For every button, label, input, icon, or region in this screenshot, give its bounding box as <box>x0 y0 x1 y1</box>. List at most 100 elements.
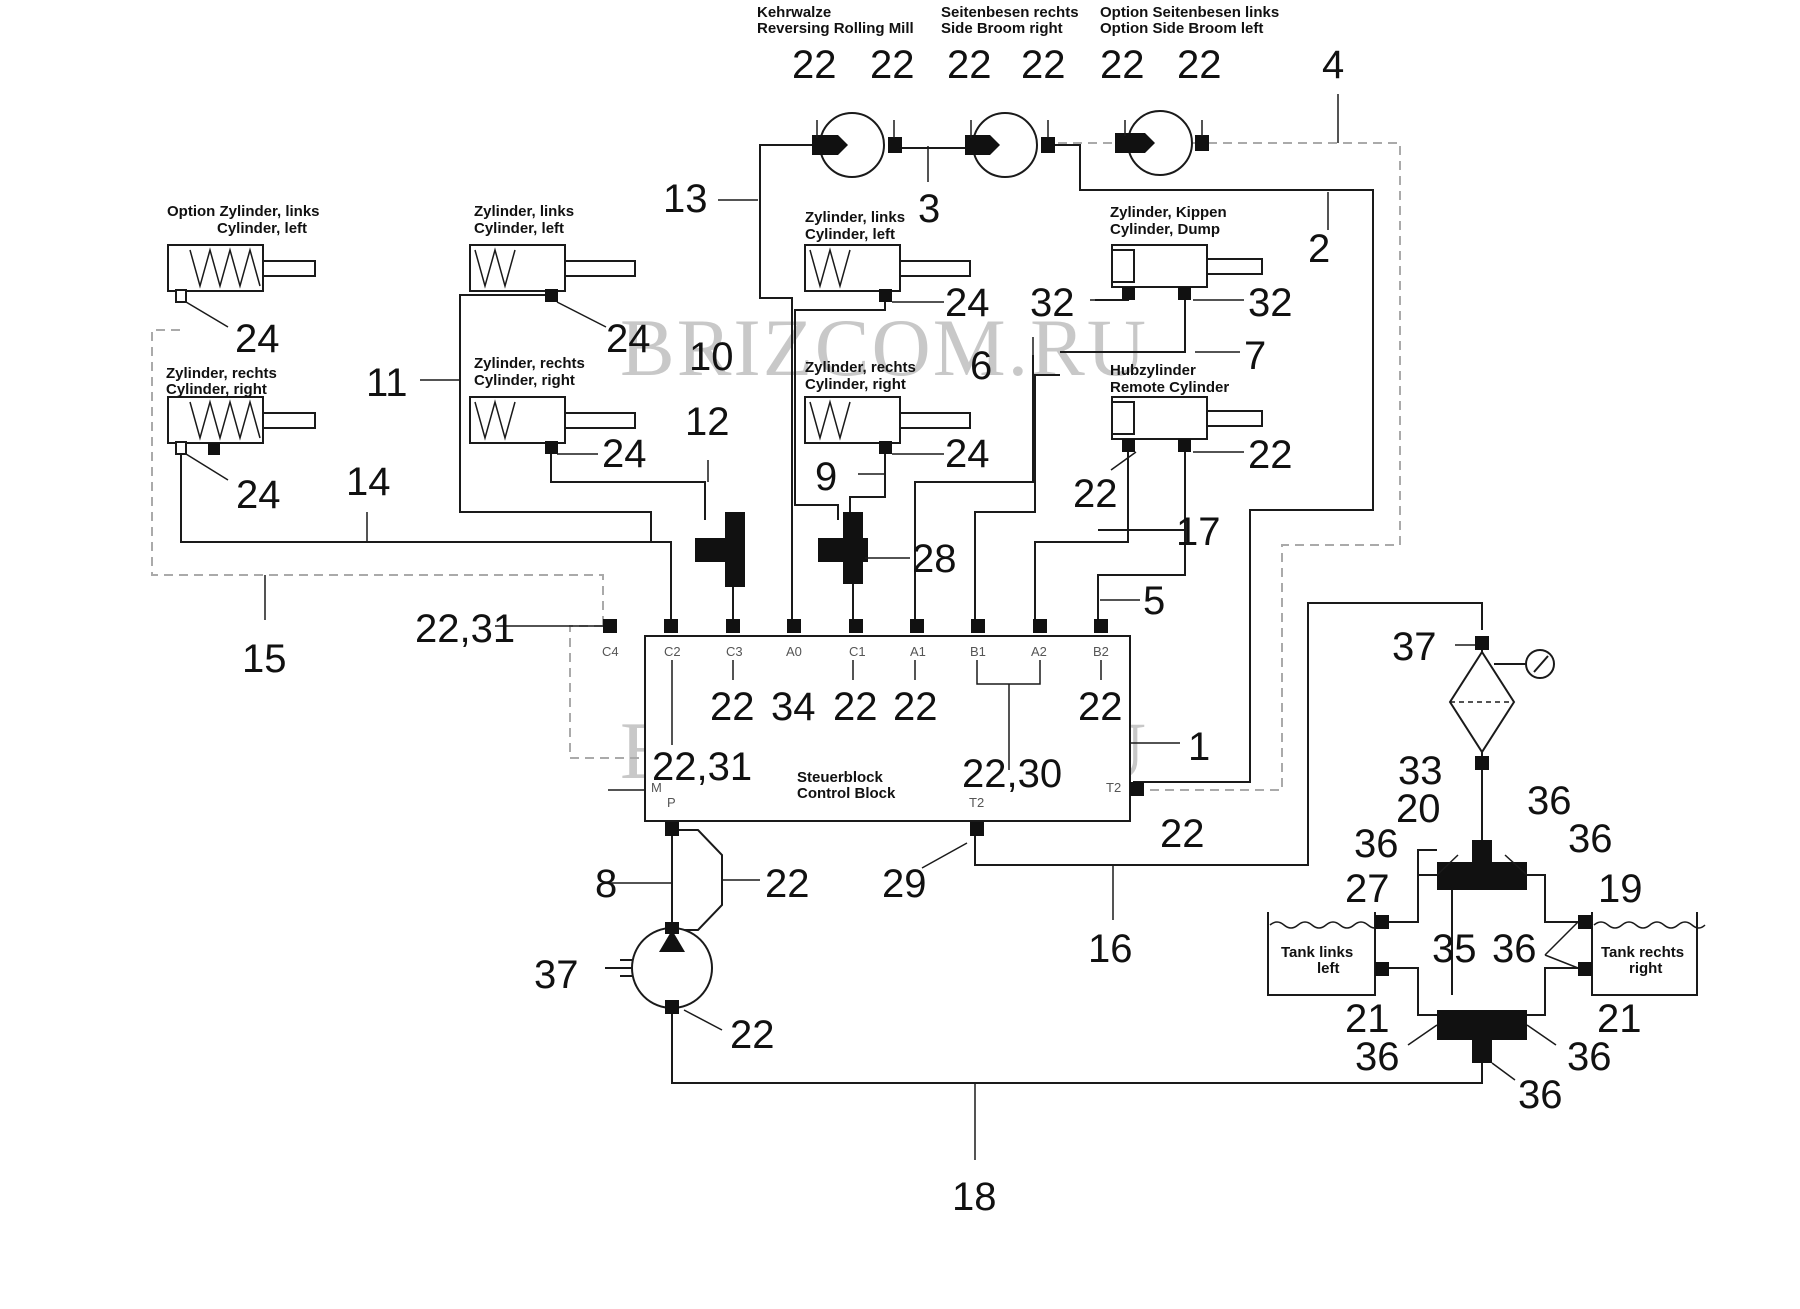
cylinder-right-far <box>167 396 316 455</box>
callout-22-m1: 22 <box>792 43 837 87</box>
callout-22-pump-a: 22 <box>765 862 810 906</box>
control-block-internal <box>608 660 1102 791</box>
callout-20: 20 <box>1396 787 1441 831</box>
callouts: 22 22 22 22 22 22 4 3 2 13 24 24 24 24 2… <box>235 43 1643 1219</box>
callout-7: 7 <box>1244 334 1266 378</box>
caption-cyl-option-left-de: Option Zylinder, links <box>167 203 320 220</box>
caption-cyl-left-mid-de: Zylinder, links <box>474 203 574 220</box>
callout-27: 27 <box>1345 867 1390 911</box>
t-fitting-28 <box>818 512 868 584</box>
caption-cyl-dump-en: Cylinder, Dump <box>1110 221 1220 238</box>
caption-mill-en: Reversing Rolling Mill <box>757 20 914 37</box>
callout-33: 33 <box>1398 749 1443 793</box>
callout-36-d: 36 <box>1492 927 1537 971</box>
callout-22-remote-a: 22 <box>1073 472 1118 516</box>
control-block <box>644 635 1131 822</box>
port-m: M <box>651 780 662 795</box>
caption-tank-left-en: left <box>1317 960 1340 977</box>
callout-21-a: 21 <box>1345 997 1390 1041</box>
callout-22-m4: 22 <box>1021 43 1066 87</box>
motor-reversing-rolling-mill <box>812 112 902 178</box>
callout-36-b: 36 <box>1354 822 1399 866</box>
callout-13: 13 <box>663 177 708 221</box>
callout-35: 35 <box>1432 927 1477 971</box>
cylinder-left-mid <box>469 244 636 302</box>
callout-24-c: 24 <box>606 317 651 361</box>
callout-5: 5 <box>1143 579 1165 623</box>
callout-36-f: 36 <box>1567 1035 1612 1079</box>
callout-18: 18 <box>952 1175 997 1219</box>
callout-22-remote-b: 22 <box>1248 433 1293 477</box>
callout-32-a: 32 <box>1030 281 1075 325</box>
caption-cyl-right-center-en: Cylinder, right <box>805 376 906 393</box>
callout-11: 11 <box>366 361 408 405</box>
caption-side-left-en: Option Side Broom left <box>1100 20 1263 37</box>
callout-19: 19 <box>1598 867 1643 911</box>
callout-24-a: 24 <box>235 317 280 361</box>
port-a1: A1 <box>910 644 926 659</box>
callout-22-t2: 22 <box>1160 812 1205 856</box>
callout-22-cb4: 22 <box>1078 685 1123 729</box>
manifold-lower <box>1437 1010 1527 1063</box>
port-c4: C4 <box>602 644 619 659</box>
caption-cyl-dump-de: Zylinder, Kippen <box>1110 204 1227 221</box>
callout-22-m5: 22 <box>1100 43 1145 87</box>
callout-22-m6: 22 <box>1177 43 1222 87</box>
callout-22-cb1: 22 <box>710 685 755 729</box>
callout-3: 3 <box>918 187 940 231</box>
callout-16: 16 <box>1088 927 1133 971</box>
callout-22-cb3: 22 <box>893 685 938 729</box>
callout-17: 17 <box>1176 510 1221 554</box>
callout-8: 8 <box>595 862 617 906</box>
port-c1: C1 <box>849 644 866 659</box>
caption-cyl-right-far-de: Zylinder, rechts <box>166 365 277 382</box>
caption-cyl-right-center-de: Zylinder, rechts <box>805 359 916 376</box>
callout-24-f: 24 <box>945 432 990 476</box>
callout-28: 28 <box>912 537 957 581</box>
caption-control-block-de: Steuerblock <box>797 769 884 786</box>
callout-34: 34 <box>771 685 816 729</box>
captions: Kehrwalze Reversing Rolling Mill Seitenb… <box>166 4 1684 977</box>
caption-control-block-en: Control Block <box>797 785 896 802</box>
callout-1: 1 <box>1188 725 1210 769</box>
caption-side-right-en: Side Broom right <box>941 20 1063 37</box>
callout-36-c: 36 <box>1568 817 1613 861</box>
cylinder-right-mid <box>469 396 636 454</box>
callout-24-d: 24 <box>602 432 647 476</box>
caption-tank-right-de: Tank rechts <box>1601 944 1684 961</box>
port-b1: B1 <box>970 644 986 659</box>
port-labels: C4 C2 C3 A0 C1 A1 B1 A2 B2 M P T2 T2 <box>602 644 1121 810</box>
tank-right <box>1578 912 1706 996</box>
caption-cyl-right-far-en: Cylinder, right <box>166 381 267 398</box>
cylinder-option-left <box>167 244 316 303</box>
callout-15: 15 <box>242 637 287 681</box>
cylinder-remote <box>1111 396 1263 452</box>
caption-cyl-left-mid-en: Cylinder, left <box>474 220 564 237</box>
callout-4: 4 <box>1322 43 1344 87</box>
callout-36-e: 36 <box>1355 1035 1400 1079</box>
caption-cyl-remote-en: Remote Cylinder <box>1110 379 1229 396</box>
callout-37-filter: 37 <box>1392 625 1437 669</box>
caption-cyl-option-left-en: Cylinder, left <box>217 220 307 237</box>
callout-22-31-b: 22,31 <box>652 745 752 789</box>
tank-left <box>1267 912 1389 996</box>
port-c3: C3 <box>726 644 743 659</box>
callout-22-cb2: 22 <box>833 685 878 729</box>
port-a2: A2 <box>1031 644 1047 659</box>
hydraulic-lines <box>180 144 1582 1084</box>
callout-22-m3: 22 <box>947 43 992 87</box>
callout-6: 6 <box>970 344 992 388</box>
manifold-upper <box>1437 840 1527 890</box>
callout-32-b: 32 <box>1248 281 1293 325</box>
leader-lines <box>185 94 1579 1160</box>
callout-36-g: 36 <box>1518 1073 1563 1117</box>
callout-14: 14 <box>346 460 391 504</box>
caption-mill-de: Kehrwalze <box>757 4 831 21</box>
callout-2: 2 <box>1308 227 1330 271</box>
callout-29: 29 <box>882 862 927 906</box>
port-t2-right: T2 <box>1106 780 1121 795</box>
callout-9: 9 <box>815 455 837 499</box>
callout-22-pump-b: 22 <box>730 1013 775 1057</box>
port-b2: B2 <box>1093 644 1109 659</box>
